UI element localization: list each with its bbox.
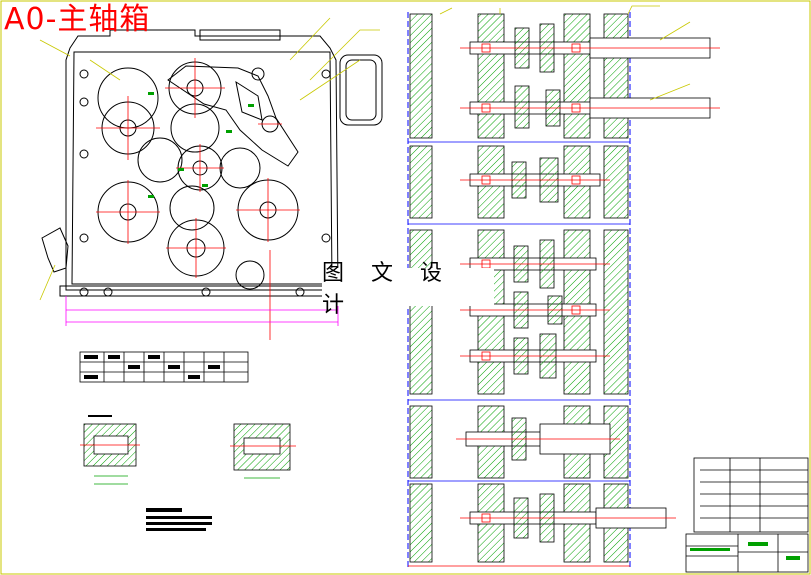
title-block-text-marks: [690, 542, 800, 560]
technical-notes: [146, 508, 212, 531]
detail-view-1: [80, 415, 140, 485]
drawing-title: A0-主轴箱: [4, 2, 151, 37]
watermark-label: 图 文 设 计: [322, 261, 494, 318]
bottom-dimension-lines: [65, 296, 339, 326]
title-block: [685, 457, 809, 573]
front-view-dimensions: [148, 92, 254, 198]
shaft-development-view: [407, 5, 720, 570]
parameter-table: [79, 351, 249, 383]
front-view-leaders: [39, 17, 380, 301]
parameter-table-fill: [84, 355, 220, 379]
front-view-center-lines: [96, 58, 300, 340]
detail-view-2: [230, 423, 296, 479]
